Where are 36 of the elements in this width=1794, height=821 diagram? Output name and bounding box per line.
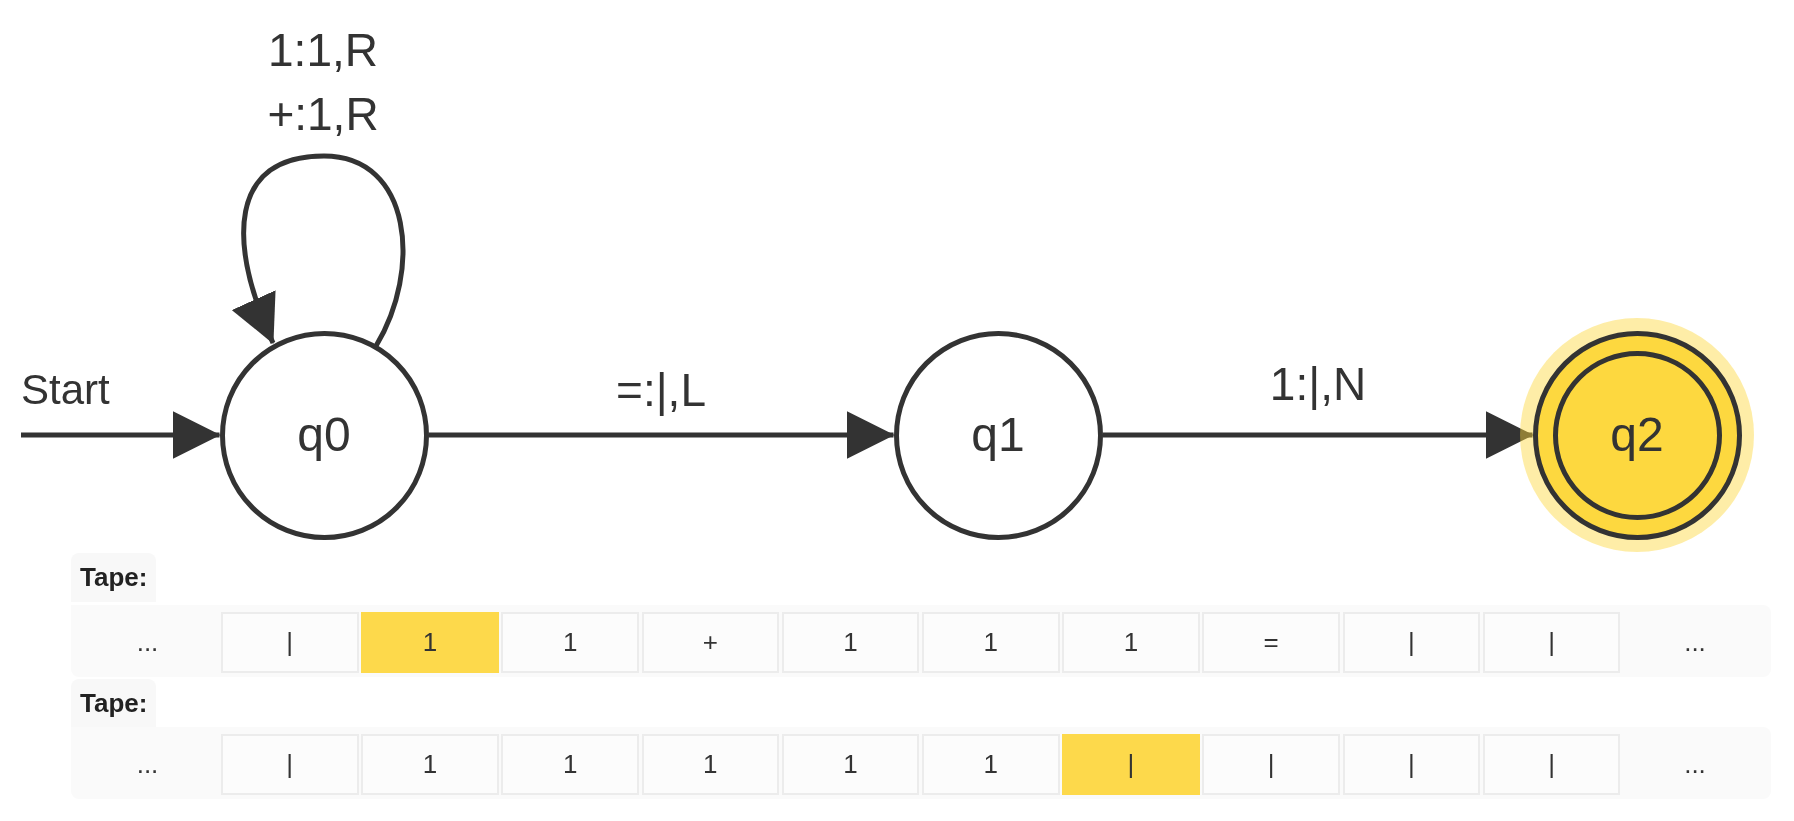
tape-cell: + <box>641 612 780 673</box>
tape-ellipsis: ... <box>135 748 160 781</box>
tape-cell: | <box>1482 612 1621 673</box>
tape-cell: | <box>1482 734 1621 795</box>
tape-cell: 1 <box>781 612 920 673</box>
arrow <box>1102 411 1534 459</box>
accept-state-circle <box>1532 330 1742 540</box>
tape-cell: | <box>1342 612 1481 673</box>
tape-cell: 1 <box>501 734 639 795</box>
state-circle <box>893 330 1103 540</box>
tape-cell: 1 <box>501 612 639 673</box>
state-circle <box>219 330 429 540</box>
tape-label: Tape: <box>71 553 157 602</box>
state-label: q1 <box>971 411 1025 459</box>
tape-cell: 1 <box>641 734 780 795</box>
tape-ellipsis: ... <box>1683 748 1707 781</box>
highlighted-tape-cell: 1 <box>361 612 499 673</box>
tape-cell: 1 <box>922 734 1060 795</box>
self-loop-arrow <box>232 153 406 348</box>
arrow <box>428 411 895 459</box>
tape-cell: | <box>221 612 359 673</box>
tape-cell: 1 <box>781 734 920 795</box>
tape-ellipsis: ... <box>1683 626 1707 659</box>
state-label: q2 <box>1610 411 1664 459</box>
state-label: q0 <box>297 411 351 459</box>
tape-cell: | <box>1342 734 1481 795</box>
tape-cell: 1 <box>361 734 499 795</box>
arrow <box>21 411 221 459</box>
tape-label: Tape: <box>71 679 157 728</box>
tape-cell: 1 <box>922 612 1060 673</box>
tape-cell: | <box>1202 734 1340 795</box>
highlighted-tape-cell: | <box>1062 734 1200 795</box>
tape-cell: 1 <box>1062 612 1200 673</box>
tape-ellipsis: ... <box>135 626 160 659</box>
tape-cell: | <box>221 734 359 795</box>
tape-cell: = <box>1202 612 1340 673</box>
